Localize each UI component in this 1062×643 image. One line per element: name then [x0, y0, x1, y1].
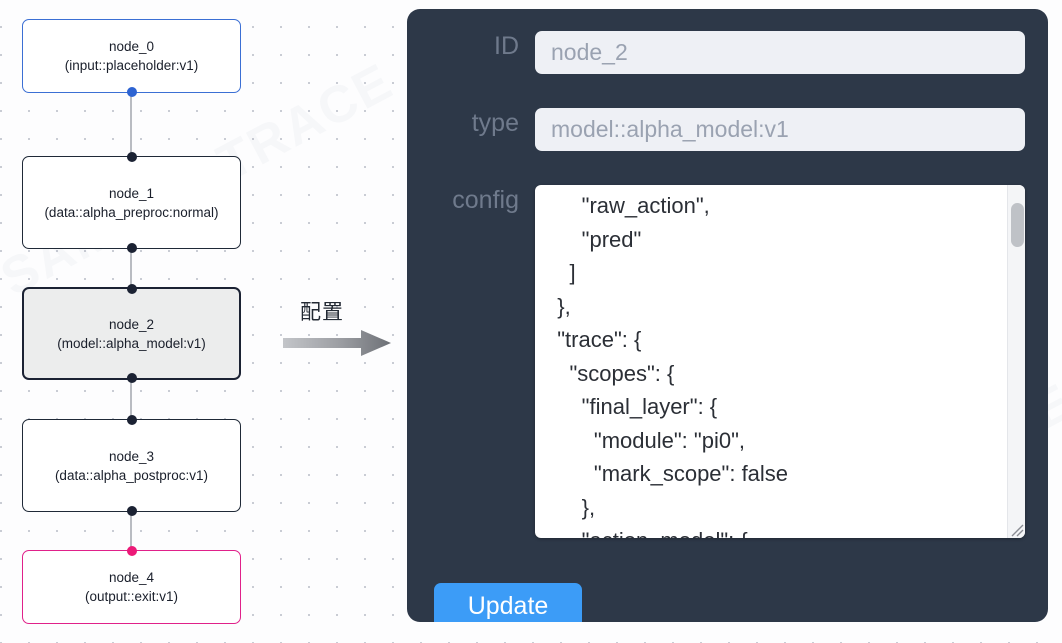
field-row-type: type	[407, 108, 1048, 151]
node-label: node_1 (data::alpha_preproc:normal)	[44, 185, 219, 220]
transition-label: 配置	[300, 300, 344, 324]
right-arrow-icon	[283, 330, 391, 356]
config-textarea-wrapper[interactable]: "raw_action", "pred" ] }, "trace": { "sc…	[535, 185, 1025, 538]
graph-edge	[130, 249, 132, 287]
graph-node-node_0[interactable]: node_0 (input::placeholder:v1)	[22, 19, 241, 97]
update-button[interactable]: Update	[434, 583, 582, 622]
node-label: node_4 (output::exit:v1)	[84, 570, 179, 604]
node-port-out-icon[interactable]	[126, 506, 137, 516]
graph-node-node_4[interactable]: node_4 (output::exit:v1)	[22, 546, 241, 624]
type-input[interactable]	[535, 108, 1025, 151]
node-port-out-icon[interactable]	[126, 87, 137, 97]
node-port-in-icon[interactable]	[126, 415, 137, 425]
type-field-label: type	[471, 109, 519, 137]
node-properties-panel: ID type config "raw_action", "pred" ] },…	[407, 9, 1048, 622]
config-textarea[interactable]: "raw_action", "pred" ] }, "trace": { "sc…	[535, 185, 1007, 538]
field-row-id: ID	[407, 31, 1048, 74]
node-port-in-icon[interactable]	[126, 152, 137, 162]
graph-node-node_1[interactable]: node_1 (data::alpha_preproc:normal)	[22, 152, 241, 253]
id-input[interactable]	[535, 31, 1025, 74]
node-label: node_2 (model::alpha_model:v1)	[57, 316, 206, 351]
config-scrollbar[interactable]	[1007, 185, 1025, 538]
config-field-label: config	[452, 186, 519, 214]
config-scrollbar-thumb[interactable]	[1011, 203, 1024, 247]
graph-node-node_3[interactable]: node_3 (data::alpha_postproc:v1)	[22, 415, 241, 516]
graph-node-node_2[interactable]: node_2 (model::alpha_model:v1)	[22, 284, 241, 383]
graph-edge	[130, 380, 132, 419]
node-port-out-icon[interactable]	[126, 373, 137, 383]
field-row-config: config "raw_action", "pred" ] }, "trace"…	[407, 185, 1048, 538]
node-port-in-icon[interactable]	[126, 284, 137, 294]
node-label: node_0 (input::placeholder:v1)	[64, 39, 199, 73]
node-port-out-icon[interactable]	[126, 243, 137, 253]
resize-grip-icon[interactable]	[1007, 520, 1024, 537]
id-field-label: ID	[494, 32, 519, 60]
graph-edge	[130, 512, 132, 550]
node-port-in-icon[interactable]	[126, 546, 137, 556]
transition-annotation: 配置	[283, 296, 398, 366]
graph-edge	[130, 93, 132, 156]
node-label: node_3 (data::alpha_postproc:v1)	[54, 448, 209, 483]
